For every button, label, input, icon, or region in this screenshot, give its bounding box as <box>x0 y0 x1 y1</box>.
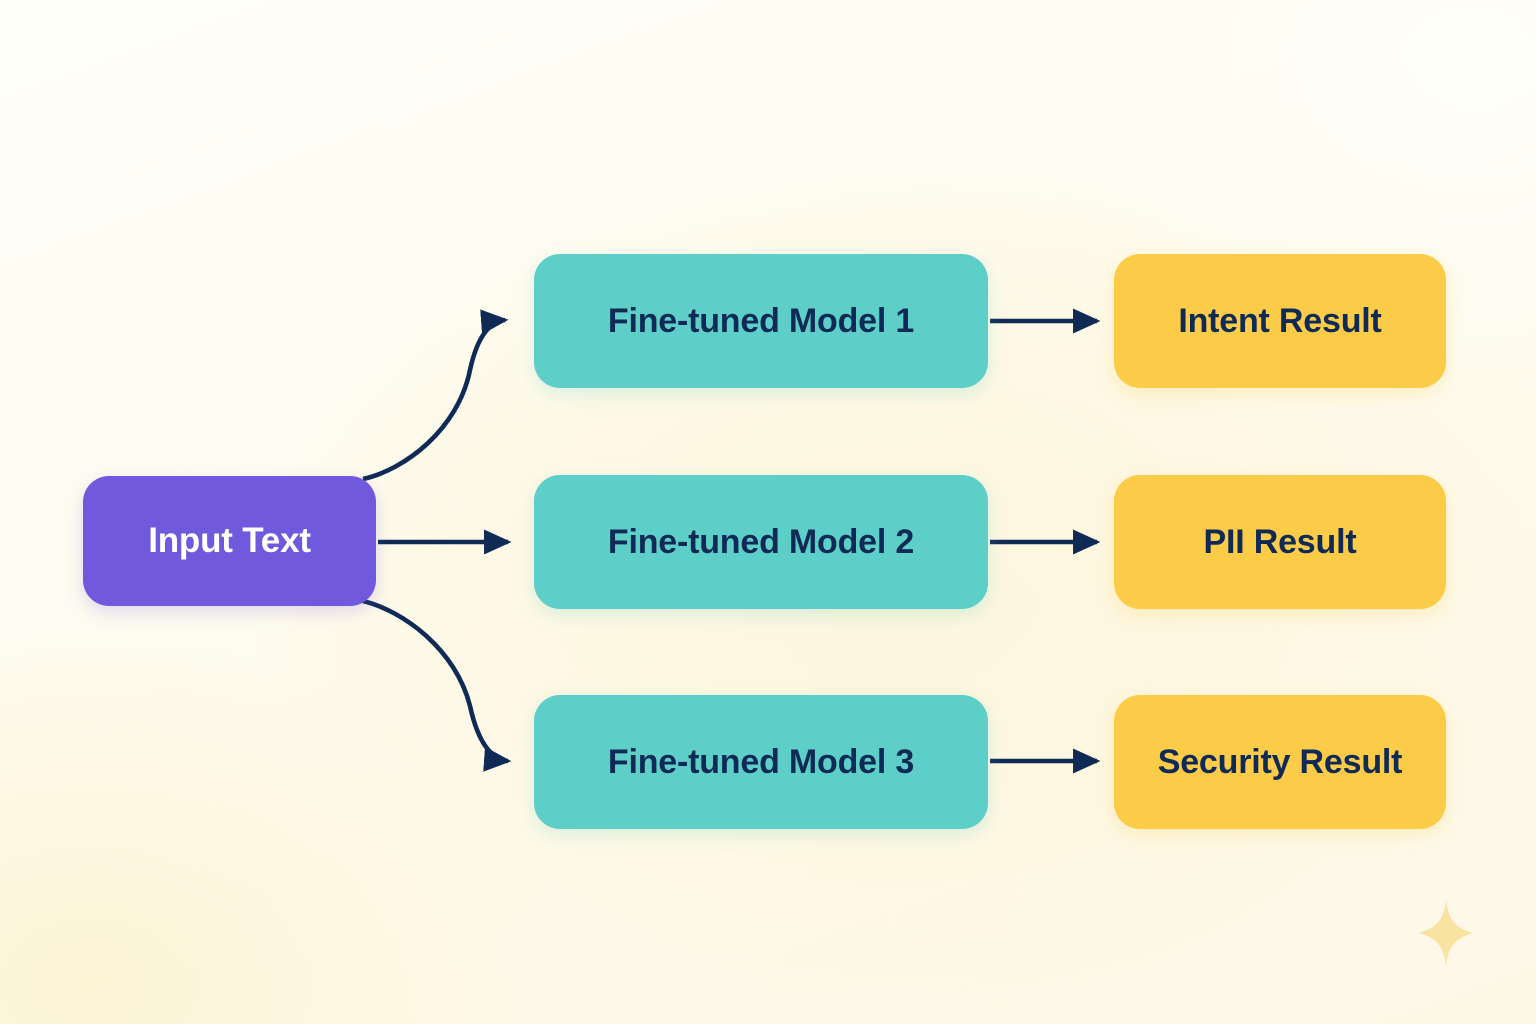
node-fine-tuned-model-3-label: Fine-tuned Model 3 <box>607 742 915 781</box>
node-fine-tuned-model-2[interactable]: Fine-tuned Model 2 <box>534 475 988 609</box>
node-intent-result[interactable]: Intent Result <box>1114 254 1446 388</box>
node-intent-result-label: Intent Result <box>1178 301 1382 340</box>
node-pii-result-label: PII Result <box>1203 522 1357 561</box>
node-pii-result[interactable]: PII Result <box>1114 475 1446 609</box>
node-fine-tuned-model-3[interactable]: Fine-tuned Model 3 <box>534 695 988 829</box>
edge-input-to-model-1 <box>362 309 509 482</box>
edge-input-to-model-3 <box>362 598 512 772</box>
node-fine-tuned-model-1-label: Fine-tuned Model 1 <box>607 301 915 340</box>
node-input-text[interactable]: Input Text <box>83 476 376 606</box>
sparkle-icon <box>1418 900 1474 966</box>
node-security-result-label: Security Result <box>1157 742 1403 781</box>
node-security-result[interactable]: Security Result <box>1114 695 1446 829</box>
node-fine-tuned-model-2-label: Fine-tuned Model 2 <box>607 522 915 561</box>
node-fine-tuned-model-1[interactable]: Fine-tuned Model 1 <box>534 254 988 388</box>
node-input-text-label: Input Text <box>148 521 311 560</box>
